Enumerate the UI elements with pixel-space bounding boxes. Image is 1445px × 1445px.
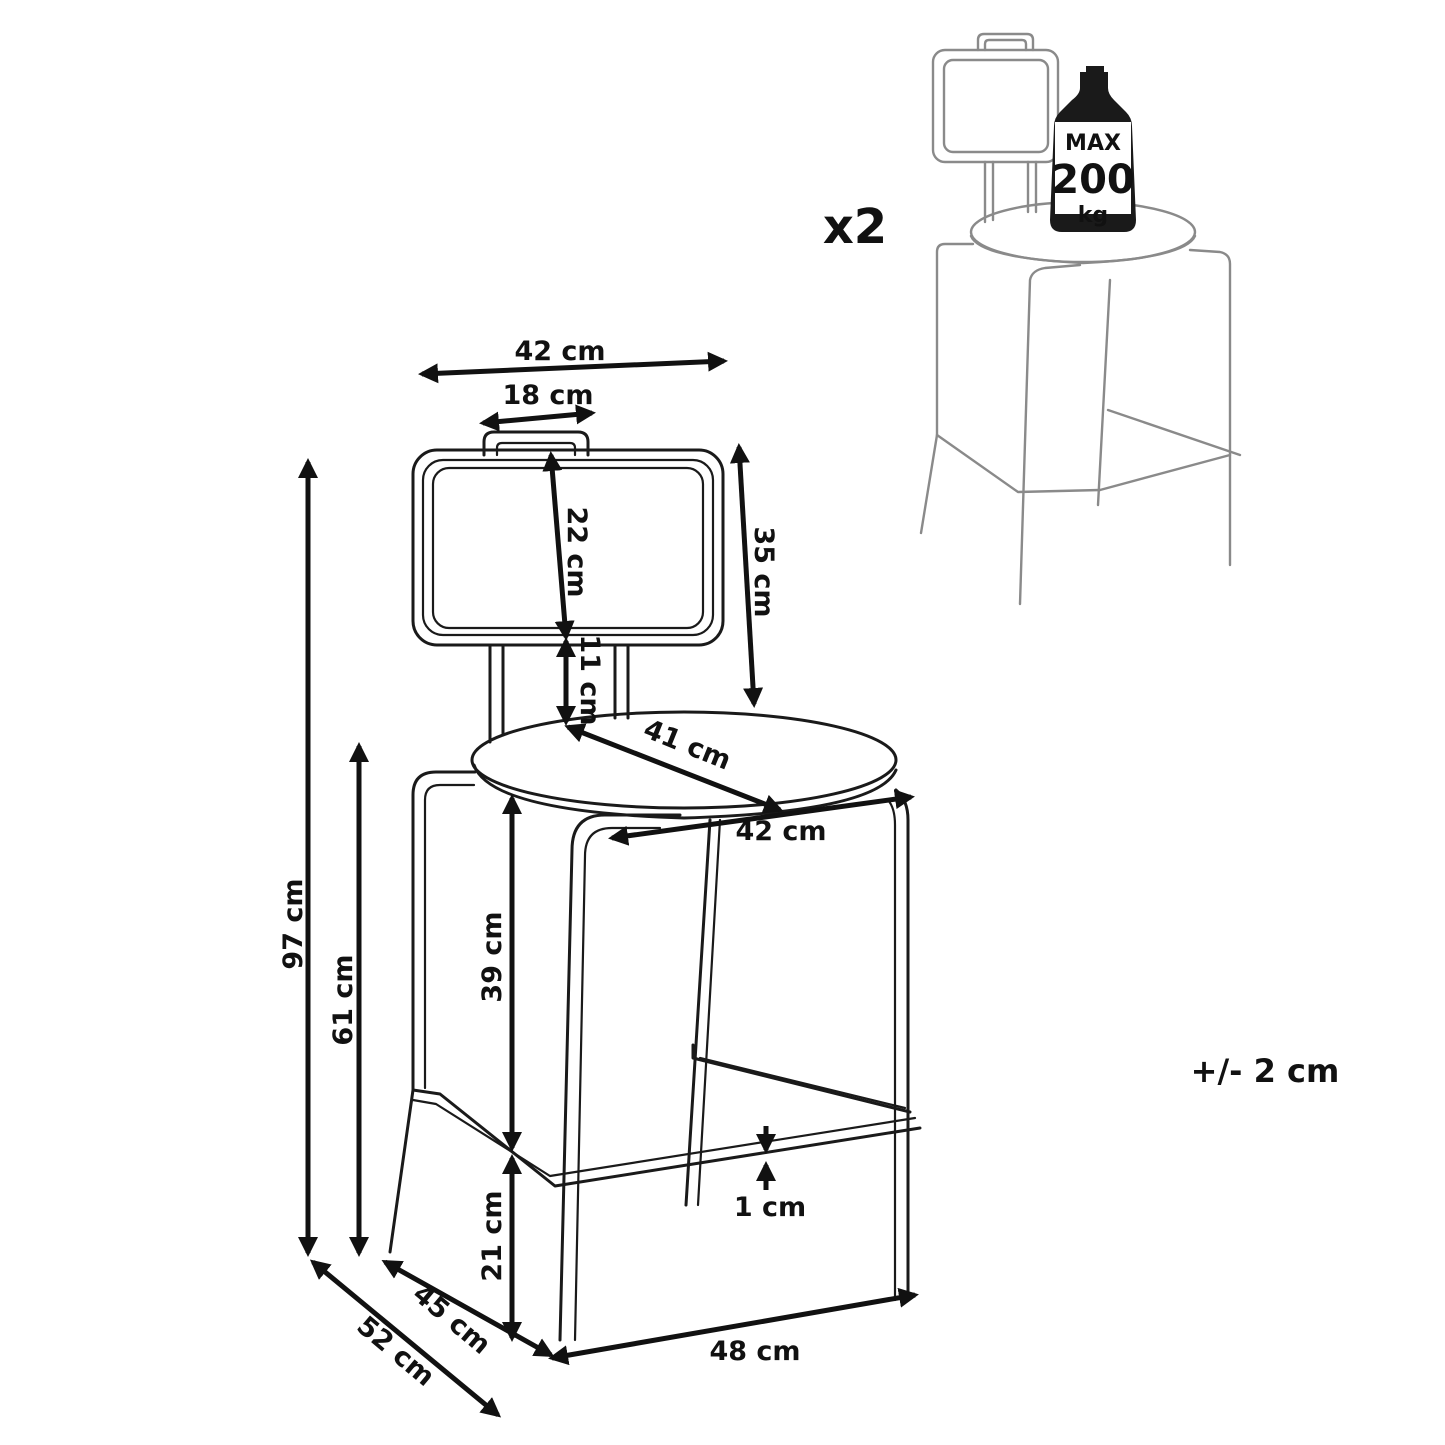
dim-footrest-height: 21 cm bbox=[477, 1190, 508, 1281]
dim-seat-depth: 41 cm bbox=[639, 714, 735, 777]
dim-total-height: 97 cm bbox=[278, 878, 309, 969]
dim-seat-to-footrest: 39 cm bbox=[477, 911, 508, 1002]
preview-stool bbox=[919, 32, 1242, 606]
load-badge-value: 200 bbox=[1051, 157, 1135, 203]
quantity-label: x2 bbox=[823, 199, 887, 255]
dim-seat-height: 61 cm bbox=[328, 954, 359, 1045]
load-badge-unit: kg bbox=[1078, 203, 1108, 228]
dim-seat-width: 42 cm bbox=[735, 816, 826, 847]
load-badge-max: MAX bbox=[1065, 131, 1121, 156]
dim-back-width: 42 cm bbox=[514, 336, 605, 367]
dimension-arrows bbox=[298, 351, 919, 1418]
dim-back-panel-height: 22 cm bbox=[561, 506, 592, 597]
dim-base-width: 48 cm bbox=[709, 1336, 800, 1367]
dim-handle-width: 18 cm bbox=[502, 380, 593, 411]
dim-back-gap: 11 cm bbox=[574, 634, 605, 725]
tolerance-note: +/- 2 cm bbox=[1191, 1052, 1340, 1090]
dim-base-depth-outer: 52 cm bbox=[351, 1310, 441, 1392]
main-stool bbox=[388, 430, 922, 1342]
dim-back-total-height: 35 cm bbox=[748, 526, 779, 617]
load-badge: MAX 200 kg bbox=[1050, 66, 1136, 232]
dim-footrest-thickness: 1 cm bbox=[734, 1192, 806, 1223]
